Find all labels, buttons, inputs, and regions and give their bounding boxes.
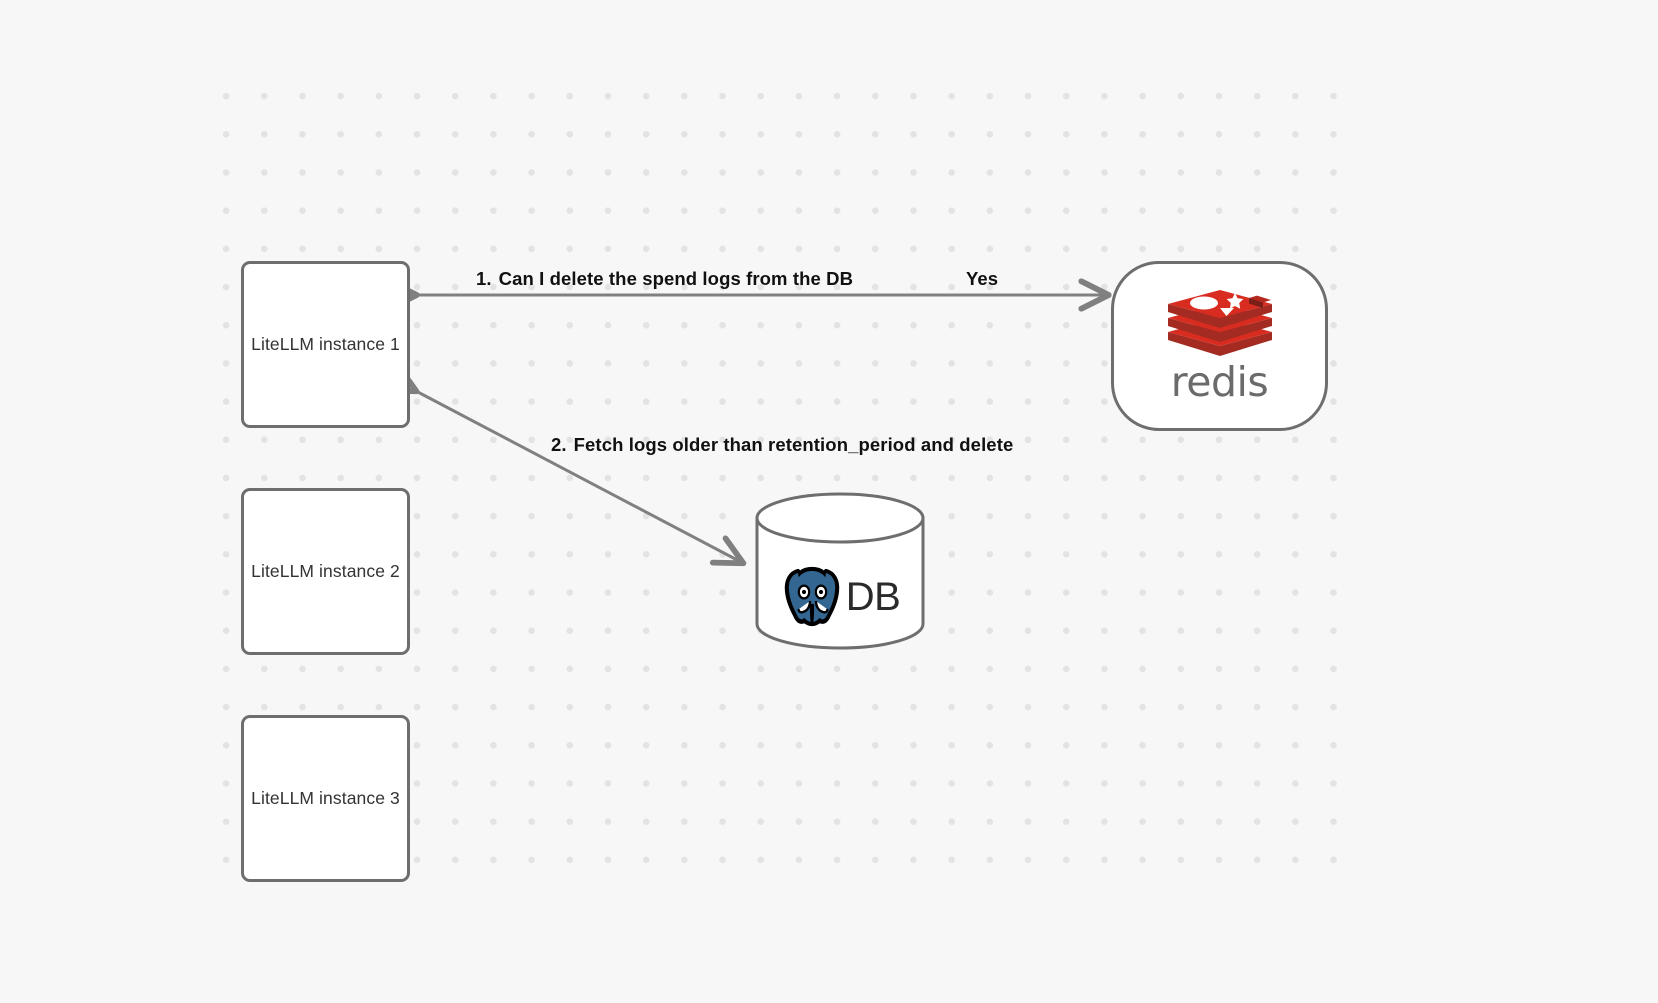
node-label: LiteLLM instance 2 xyxy=(251,561,400,581)
redis-logo: redis xyxy=(1164,289,1276,406)
edge-label-yes: Yes xyxy=(966,268,999,289)
edge-label-step-2: 2. Fetch logs older than retention_period… xyxy=(551,434,1013,456)
redis-stack-icon xyxy=(1167,289,1272,356)
node-label: LiteLLM instance 1 xyxy=(251,334,400,354)
node-label: LiteLLM instance 3 xyxy=(251,788,400,808)
postgresql-elephant-icon xyxy=(784,566,839,627)
database-logo-and-label: DB xyxy=(754,544,926,650)
edge-label-step-1: 1. Can I delete the spend logs from the D… xyxy=(476,268,853,290)
edge-label-step-1-text: Can I delete the spend logs from the DB xyxy=(498,268,854,289)
database-label: DB xyxy=(845,575,901,619)
edge-label-step-2-text: Fetch logs older than retention_period a… xyxy=(573,434,1014,455)
node-database[interactable]: DB xyxy=(754,492,926,650)
edge-label-step-1-number: 1. xyxy=(476,268,492,289)
node-redis[interactable]: redis xyxy=(1111,261,1328,431)
node-litellm-instance-3[interactable]: LiteLLM instance 3 xyxy=(241,715,410,882)
node-litellm-instance-2[interactable]: LiteLLM instance 2 xyxy=(241,488,410,655)
node-litellm-instance-1[interactable]: LiteLLM instance 1 xyxy=(241,261,410,428)
edge-instance1-database xyxy=(414,390,741,562)
redis-wordmark: redis xyxy=(1170,357,1269,406)
edge-label-step-2-number: 2. xyxy=(551,434,567,455)
